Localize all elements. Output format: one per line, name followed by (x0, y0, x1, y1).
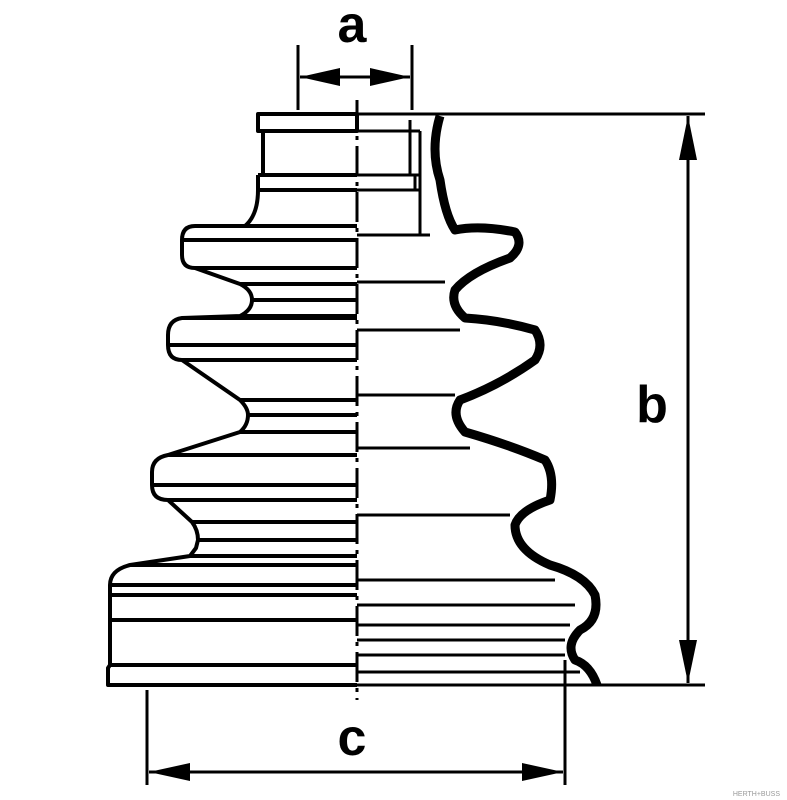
label-b: b (636, 376, 668, 434)
left-outline (106, 112, 359, 687)
dimension-c (145, 660, 567, 785)
dimension-b (440, 112, 705, 687)
label-c: c (338, 709, 367, 767)
label-a: a (338, 0, 368, 54)
dimension-a (296, 45, 414, 110)
right-outline (357, 112, 602, 687)
watermark: HERTH+BUSS (733, 791, 780, 798)
